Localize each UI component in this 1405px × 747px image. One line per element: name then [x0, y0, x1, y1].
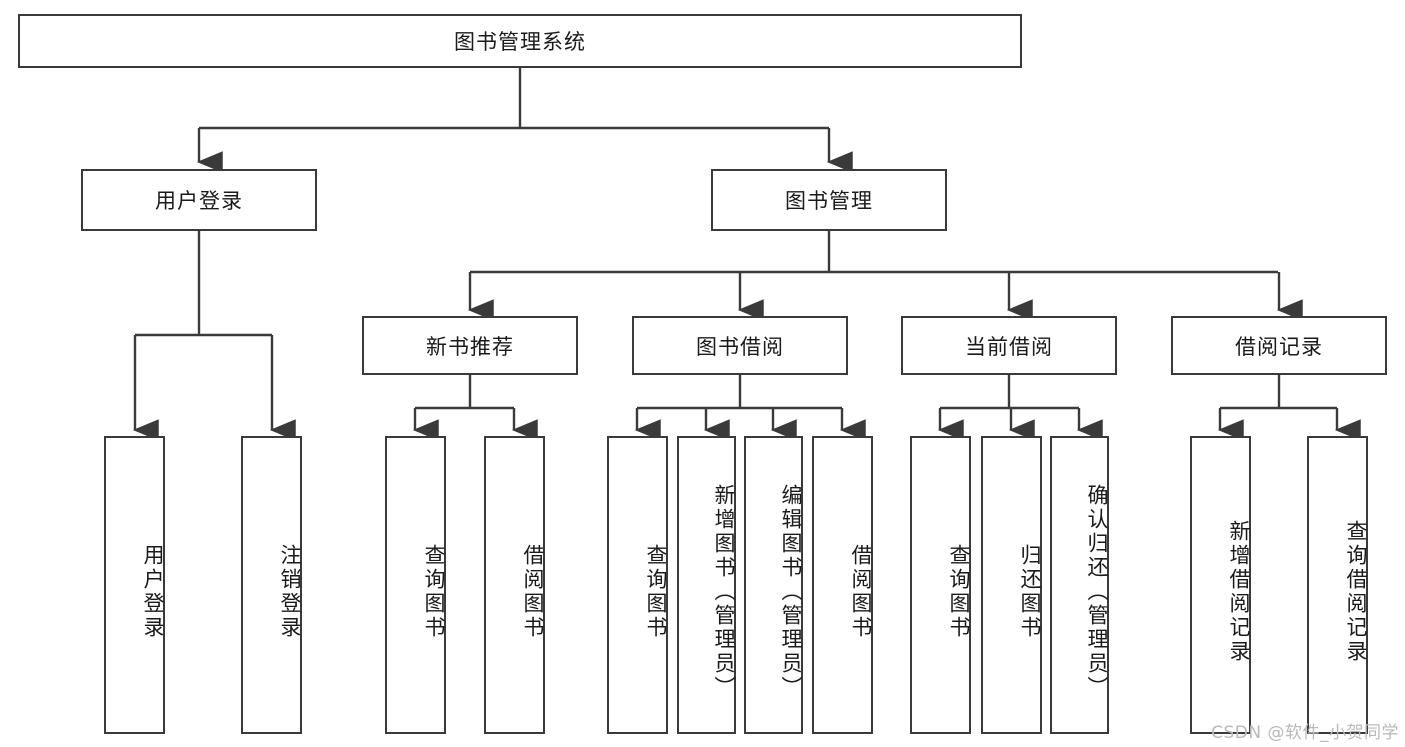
node-leaf-confirm-return-admin[interactable]: 确认归还（管理员） — [1050, 436, 1109, 734]
node-root-system[interactable]: 图书管理系统 — [18, 14, 1022, 68]
node-book-management[interactable]: 图书管理 — [711, 169, 947, 231]
node-new-book-recommend-label: 新书推荐 — [426, 334, 514, 359]
node-leaf-return-book[interactable]: 归还图书 — [981, 436, 1042, 734]
node-leaf-query-book-borrow-label: 查询图书 — [644, 544, 668, 640]
node-leaf-query-book-borrow[interactable]: 查询图书 — [607, 436, 668, 734]
node-leaf-query-book-current-label: 查询图书 — [947, 544, 971, 640]
node-leaf-return-book-label: 归还图书 — [1018, 544, 1042, 640]
node-user-login[interactable]: 用户登录 — [81, 169, 317, 231]
node-book-borrow-label: 图书借阅 — [696, 334, 784, 359]
node-current-borrow-label: 当前借阅 — [965, 334, 1053, 359]
node-leaf-query-borrow-record-label: 查询借阅记录 — [1344, 520, 1368, 664]
node-leaf-user-login-label: 用户登录 — [141, 544, 165, 640]
node-leaf-edit-book-admin[interactable]: 编辑图书（管理员） — [744, 436, 803, 734]
node-leaf-add-borrow-record[interactable]: 新增借阅记录 — [1190, 436, 1251, 734]
node-leaf-edit-book-admin-label: 编辑图书（管理员） — [779, 484, 803, 700]
csdn-watermark: CSDN @软件_小贺同学 — [1211, 723, 1399, 743]
node-borrow-record-label: 借阅记录 — [1235, 334, 1323, 359]
node-leaf-user-login[interactable]: 用户登录 — [104, 436, 165, 734]
node-leaf-query-book-recommend-label: 查询图书 — [422, 544, 446, 640]
node-new-book-recommend[interactable]: 新书推荐 — [362, 316, 578, 375]
node-leaf-add-book-admin-label: 新增图书（管理员） — [712, 484, 736, 700]
node-root-label: 图书管理系统 — [454, 30, 586, 54]
node-leaf-add-book-admin[interactable]: 新增图书（管理员） — [677, 436, 736, 734]
node-leaf-user-logout[interactable]: 注销登录 — [241, 436, 302, 734]
node-borrow-record[interactable]: 借阅记录 — [1171, 316, 1387, 375]
node-leaf-borrow-book-recommend[interactable]: 借阅图书 — [484, 436, 545, 734]
node-book-borrow[interactable]: 图书借阅 — [632, 316, 848, 375]
node-leaf-borrow-book[interactable]: 借阅图书 — [812, 436, 873, 734]
node-leaf-borrow-book-label: 借阅图书 — [849, 544, 873, 640]
node-book-management-label: 图书管理 — [785, 189, 873, 213]
node-leaf-confirm-return-admin-label: 确认归还（管理员） — [1085, 484, 1109, 700]
node-user-login-label: 用户登录 — [155, 189, 243, 213]
node-leaf-query-book-recommend[interactable]: 查询图书 — [385, 436, 446, 734]
node-leaf-query-book-current[interactable]: 查询图书 — [910, 436, 971, 734]
node-leaf-query-borrow-record[interactable]: 查询借阅记录 — [1307, 436, 1368, 734]
node-current-borrow[interactable]: 当前借阅 — [901, 316, 1117, 375]
node-leaf-add-borrow-record-label: 新增借阅记录 — [1227, 520, 1251, 664]
node-leaf-user-logout-label: 注销登录 — [278, 544, 302, 640]
node-leaf-borrow-book-recommend-label: 借阅图书 — [521, 544, 545, 640]
